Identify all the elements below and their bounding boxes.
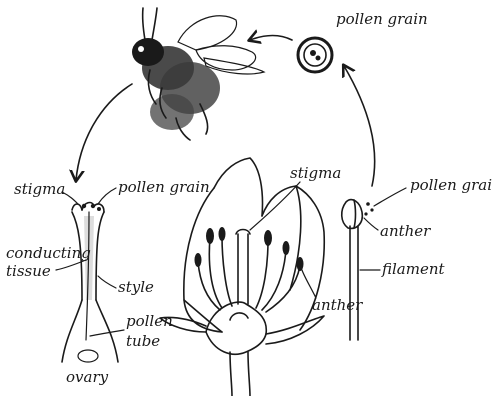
label-conducting: conducting — [6, 244, 91, 262]
arrow-bee-to-pistil — [76, 84, 132, 180]
label-tube-word: tube — [126, 332, 160, 350]
label-tissue: tissue — [6, 262, 51, 280]
label-pollen-grain-top: pollen grain — [336, 10, 428, 28]
label-stigma-center: stigma — [290, 164, 341, 182]
leader-style — [98, 276, 116, 288]
leader-pollen-tube — [90, 330, 124, 336]
leader-pollen-grain-right — [374, 188, 406, 206]
pistil-illustration — [62, 203, 118, 362]
label-pollen-grain-left: pollen grain — [118, 178, 210, 196]
pollen-grain-top-illustration — [298, 38, 332, 72]
leader-anther-right — [364, 218, 378, 230]
label-stigma-left: stigma — [14, 180, 65, 198]
leader-anther-center — [302, 270, 316, 298]
label-pollen-grain-right: pollen grain — [410, 176, 493, 194]
arrow-anther-to-pollen — [344, 66, 375, 186]
label-style: style — [118, 278, 154, 296]
leader-stigma-center — [250, 182, 300, 230]
label-anther-center: anther — [312, 296, 363, 314]
leader-stigma-left — [62, 192, 78, 204]
leader-pollen-grain-left — [98, 188, 116, 204]
label-anther-right: anther — [380, 222, 431, 240]
bee-illustration — [132, 8, 264, 140]
arrow-pollen-to-bee — [250, 36, 292, 41]
label-filament: filament — [381, 260, 446, 278]
label-ovary: ovary — [66, 368, 109, 386]
